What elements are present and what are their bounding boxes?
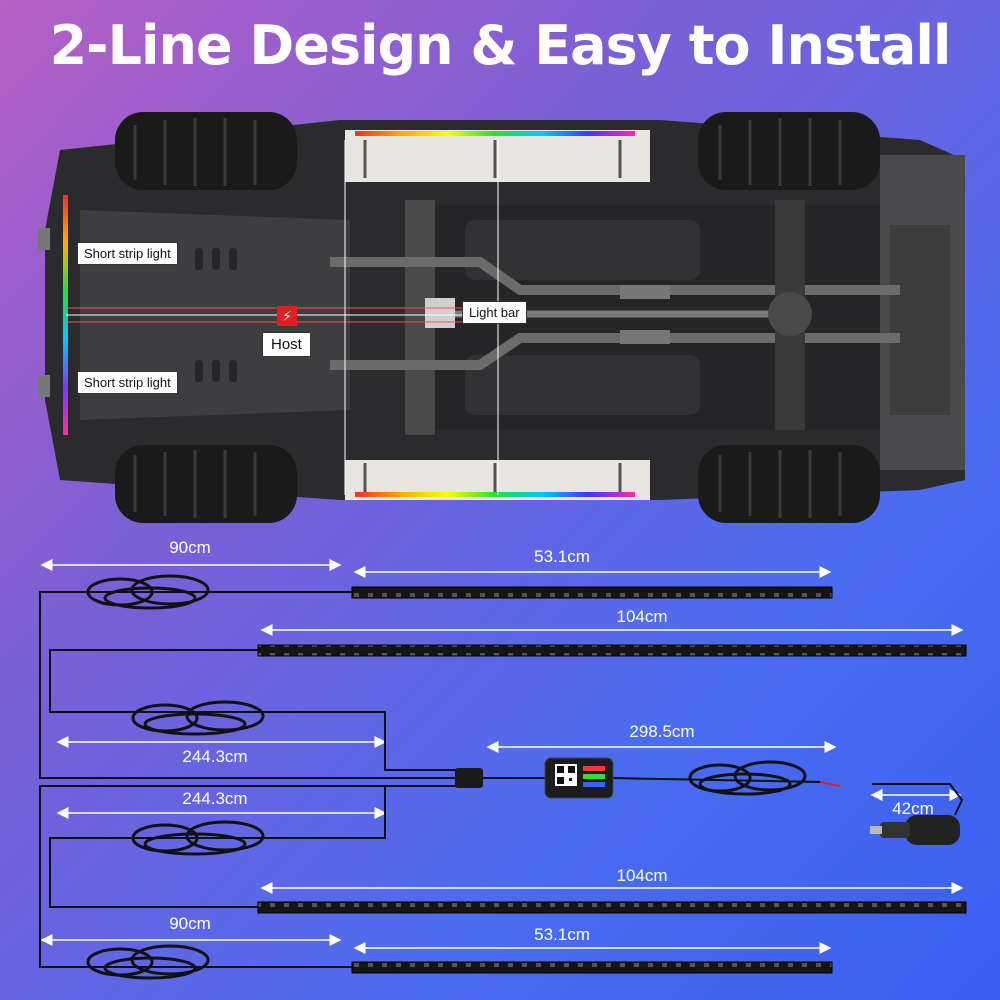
exhaust-pipe-bottom bbox=[330, 333, 900, 370]
dim-cable-bottom: 90cm bbox=[169, 914, 211, 933]
label-short-strip-top: Short strip light bbox=[77, 242, 178, 265]
tire-front-top bbox=[115, 112, 297, 190]
page-title: 2-Line Design & Easy to Install bbox=[49, 14, 952, 77]
cable-upper bbox=[49, 649, 470, 771]
coil-cable-upper bbox=[131, 700, 265, 736]
led-strip-bottom-short bbox=[351, 961, 833, 974]
led-strip-bottom-long bbox=[257, 901, 967, 914]
cable-power-out bbox=[611, 777, 821, 783]
dim-plug-cable: 42cm bbox=[892, 799, 934, 818]
dim-cable-top: 90cm bbox=[169, 538, 211, 557]
dim-power-cable: 298.5cm bbox=[629, 722, 695, 741]
coil-cable-bottom bbox=[86, 944, 210, 980]
tire-rear-bottom bbox=[698, 445, 880, 523]
cable-plug bbox=[872, 783, 964, 816]
svg-text:⚡: ⚡ bbox=[282, 309, 292, 325]
tire-rear-top bbox=[698, 112, 880, 190]
host-box bbox=[277, 306, 297, 326]
label-host: Host bbox=[262, 332, 311, 357]
label-short-strip-bottom: Short strip light bbox=[77, 371, 178, 394]
cable-top bbox=[39, 591, 470, 779]
short-strip-front-rgb bbox=[63, 195, 68, 435]
cigarette-plug bbox=[870, 815, 960, 845]
coil-power-cable bbox=[688, 760, 807, 796]
led-strip-top-long bbox=[257, 644, 967, 657]
dim-strip-top-long: 104cm bbox=[616, 607, 668, 626]
dim-cable-upper: 244.3cm bbox=[182, 747, 248, 766]
led-strip-top-short bbox=[351, 586, 833, 599]
cable-lower bbox=[49, 786, 386, 908]
exhaust-pipe-top bbox=[330, 257, 900, 295]
light-bar-bottom-rgb bbox=[355, 492, 635, 497]
coil-cable-lower bbox=[131, 820, 265, 856]
light-bar-top-rgb bbox=[355, 131, 635, 136]
dim-cable-lower: 244.3cm bbox=[182, 789, 248, 808]
dim-strip-bottom-long: 104cm bbox=[616, 866, 668, 885]
dim-strip-bottom-short: 53.1cm bbox=[534, 925, 590, 944]
cable-connector bbox=[455, 768, 483, 788]
wiring-diagram bbox=[39, 559, 967, 980]
dim-strip-top-short: 53.1cm bbox=[534, 547, 590, 566]
car-underside-illustration: ⚡ bbox=[38, 112, 965, 523]
label-light-bar: Light bar bbox=[462, 301, 527, 324]
coil-cable-top bbox=[86, 574, 210, 610]
tire-front-bottom bbox=[115, 445, 297, 523]
